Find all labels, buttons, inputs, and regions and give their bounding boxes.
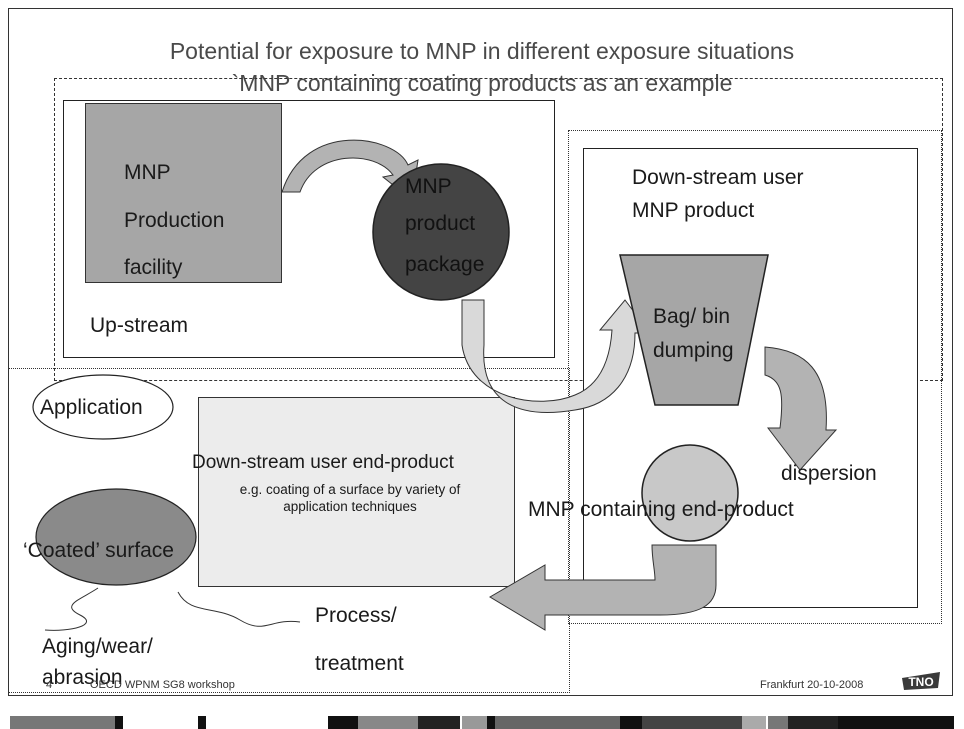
bottom-bar-segment [462,716,487,729]
coated-surface-ellipse [35,488,197,586]
production-label-3: facility [124,256,183,279]
downstream-user-box [583,148,918,608]
bottom-bar-segment [642,716,742,729]
slide-frame [8,8,953,696]
package-label-1: MNP [405,175,452,198]
bag-label-2: dumping [653,339,734,362]
coated-surface-label: ‘Coated’ surface [23,539,174,562]
bottom-bar-segment [838,716,954,729]
title-line-1: Potential for exposure to MNP in differe… [169,38,795,64]
aging-label-2: abrasion [42,666,123,689]
end-product-circle [641,444,739,542]
arrow-to-end-product-box [489,544,717,631]
production-label-2: Production [124,209,225,232]
downstream-user-label-1: Down-stream user [632,166,804,189]
wavy-line-process [177,591,301,627]
production-facility [85,103,282,283]
process-label-1: Process/ [315,604,397,627]
dispersion-label: dispersion [781,462,877,485]
footer-page-number: 4 [46,679,53,691]
bottom-bar-segment [620,716,642,729]
bottom-bar-segment [418,716,460,729]
bottom-bar-segment [328,716,358,729]
upstream-label: Up-stream [90,314,189,337]
application-ellipse [32,374,174,440]
tno-logo: TNO [900,668,944,692]
arrow-production-to-package [281,139,419,201]
wavy-line-aging [44,587,99,631]
package-label-3: package [405,253,485,276]
arrow-bag-to-dispersion [764,346,838,471]
footer-left-text: OECD WPNM SG8 workshop [90,679,235,691]
aging-label-1: Aging/wear/ [42,635,153,658]
production-label-1: MNP [124,161,171,184]
process-label-2: treatment [315,652,404,675]
application-dotted-region [8,368,570,693]
end-product-box-title: Down-stream user end-product [192,452,454,473]
bottom-bar-segment [768,716,788,729]
bottom-bar-segment [358,716,418,729]
footer-right-text: Frankfurt 20-10-2008 [760,679,864,691]
bag-label-1: Bag/ bin [653,305,731,328]
upstream-dashed-region [54,78,943,381]
svg-text:TNO: TNO [908,675,933,689]
end-product-box [198,397,515,587]
bag-bin-trapezoid [619,254,769,406]
title-line-2: `MNP containing coating products as an e… [231,70,733,96]
application-label: Application [40,396,143,419]
bottom-bar-segment [10,716,115,729]
package-label-2: product [405,212,476,235]
bottom-bar-segment [788,716,838,729]
end-product-box-desc: e.g. coating of a surface by variety of … [239,482,461,514]
bottom-bar-segment [198,716,206,729]
package-circle [372,163,510,301]
end-product-label: MNP containing end-product [528,498,794,521]
bottom-bar-segment [495,716,620,729]
bottom-bar-segment [487,716,495,729]
downstream-user-label-2: MNP product [632,199,755,222]
arrow-package-to-bag [461,299,652,413]
bottom-bar-segment [115,716,123,729]
bottom-bar-segment [742,716,766,729]
downstream-dotted-region [568,130,942,624]
